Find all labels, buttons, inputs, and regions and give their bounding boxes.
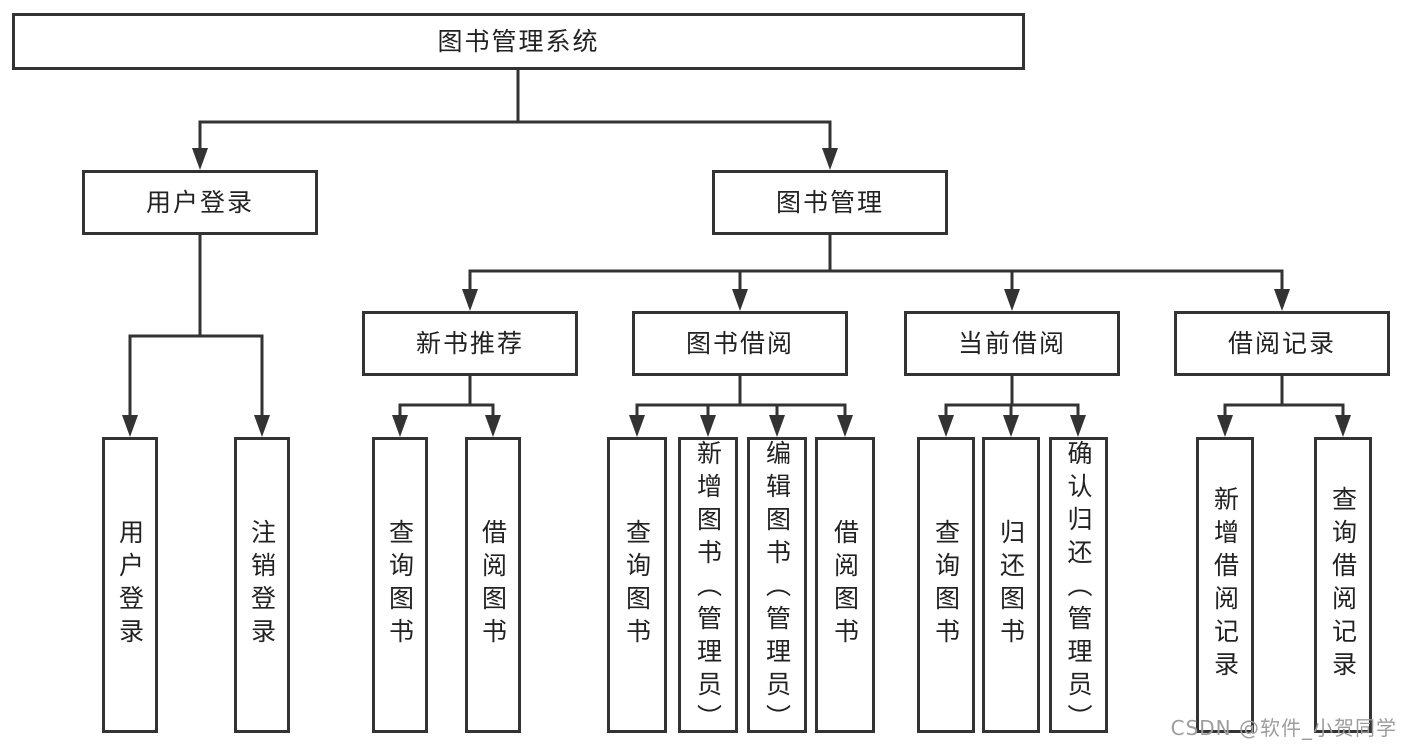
node-book-management: 图书管理 — [712, 170, 948, 235]
leaf-borrow-books-recommend: 借阅图书 — [465, 437, 521, 733]
leaf-confirm-return-admin: 确认归还（管理员） — [1049, 437, 1108, 737]
node-new-book-recommendation: 新书推荐 — [362, 311, 578, 376]
leaf-edit-book-admin: 编辑图书（管理员） — [747, 437, 807, 737]
leaf-return-book: 归还图书 — [982, 437, 1040, 733]
node-user-login: 用户登录 — [82, 170, 318, 235]
csdn-watermark: CSDN @软件_小贺同学 — [1170, 716, 1397, 740]
leaf-user-login: 用户登录 — [102, 437, 158, 733]
node-current-borrowing: 当前借阅 — [904, 311, 1120, 376]
leaf-borrow-books: 借阅图书 — [815, 437, 875, 733]
leaf-logout: 注销登录 — [234, 437, 290, 733]
node-book-borrowing: 图书借阅 — [632, 311, 848, 376]
leaf-query-books-current: 查询图书 — [917, 437, 975, 733]
leaf-add-borrow-record: 新增借阅记录 — [1196, 437, 1254, 733]
leaf-query-books-recommend: 查询图书 — [372, 437, 428, 733]
leaf-add-book-admin: 新增图书（管理员） — [678, 437, 738, 737]
node-borrowing-records: 借阅记录 — [1174, 311, 1390, 376]
leaf-query-borrow-record: 查询借阅记录 — [1314, 437, 1372, 733]
root-node: 图书管理系统 — [12, 13, 1025, 70]
leaf-query-books-borrow: 查询图书 — [607, 437, 667, 733]
